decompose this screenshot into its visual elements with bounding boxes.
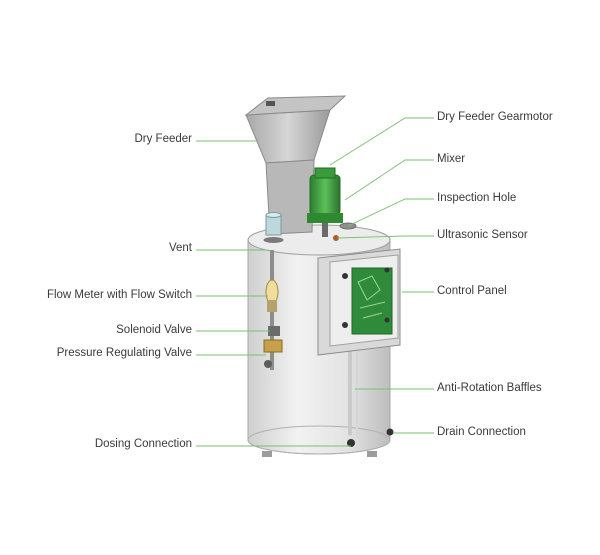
label-mixer: Mixer — [437, 153, 466, 165]
control-panel-box — [317, 248, 401, 356]
label-anti-rotation-baffles: Anti-Rotation Baffles — [437, 382, 542, 394]
vent-cup — [263, 212, 284, 243]
label-vent: Vent — [168, 242, 192, 254]
label-solenoid-valve: Solenoid Valve — [116, 324, 192, 336]
label-inspection-hole: Inspection Hole — [437, 192, 517, 204]
label-flow-meter: Flow Meter with Flow Switch — [46, 289, 192, 301]
label-ultrasonic-sensor: Ultrasonic Sensor — [437, 229, 528, 241]
gearmotor — [307, 167, 357, 241]
label-drain-connection: Drain Connection — [437, 426, 526, 438]
drain-fitting — [386, 428, 394, 436]
leader-lines — [196, 117, 434, 447]
label-dry-feeder: Dry Feeder — [134, 133, 192, 145]
label-pressure-regulating-valve: Pressure Regulating Valve — [56, 347, 192, 359]
label-control-panel: Control Panel — [437, 285, 507, 297]
dosing-fitting — [347, 439, 355, 447]
piping — [263, 250, 283, 370]
label-dosing-connection: Dosing Connection — [94, 438, 192, 450]
label-dry-feeder-gearmotor: Dry Feeder Gearmotor — [437, 111, 553, 123]
dry-feeder-hopper — [244, 95, 347, 235]
anti-rotation-baffles — [348, 330, 358, 435]
